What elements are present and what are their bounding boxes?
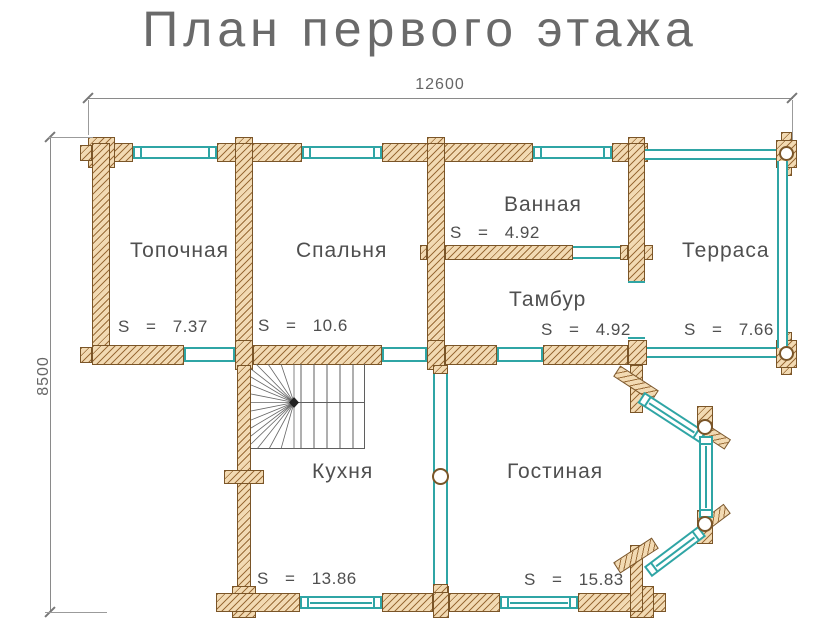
area-label-kuhnya: S = 13.86 <box>257 569 357 588</box>
door-opening <box>382 347 427 362</box>
extension-line <box>792 100 793 140</box>
terrace-railing <box>777 161 788 348</box>
window <box>500 596 578 609</box>
door-opening <box>184 347 235 362</box>
room-label-spalnya: Спальня <box>296 239 388 262</box>
log-end-circle <box>697 419 713 435</box>
window <box>133 146 217 159</box>
wall-segment <box>445 245 573 260</box>
window <box>300 596 382 609</box>
wall-segment <box>620 245 628 260</box>
wall-segment <box>216 593 300 612</box>
area-label-vannaya: S = 4.92 <box>450 223 540 242</box>
partition-cap <box>433 365 448 374</box>
area-label-topochnaya: S = 7.37 <box>118 317 208 336</box>
room-label-gostinaya: Гостиная <box>507 460 604 483</box>
wall-segment <box>445 345 497 365</box>
wall-segment <box>628 340 647 365</box>
terrace-railing <box>645 149 776 160</box>
wall-segment <box>92 143 110 365</box>
room-label-vannaya: Ванная <box>504 193 582 216</box>
log-post <box>80 145 92 161</box>
wall-segment <box>382 143 533 162</box>
wall-segment <box>253 345 382 365</box>
wall-segment <box>628 143 645 282</box>
log-end-circle <box>779 146 794 161</box>
door-opening <box>628 281 645 339</box>
dimension-line-left <box>50 137 51 613</box>
room-label-tambur: Тамбур <box>509 288 587 311</box>
extension-line <box>88 100 89 135</box>
log-post <box>224 470 264 484</box>
stairs <box>251 364 365 449</box>
bay-window <box>699 436 713 518</box>
dimension-top-label: 12600 <box>415 76 465 93</box>
area-label-spalnya: S = 10.6 <box>258 316 348 335</box>
area-label-tambur: S = 4.92 <box>541 320 631 339</box>
wall-segment <box>449 593 500 612</box>
area-label-terrasa: S = 7.66 <box>684 320 774 339</box>
wall-segment <box>217 143 302 162</box>
wall-segment <box>382 593 433 612</box>
partition-cap <box>433 584 448 593</box>
dimension-left-label: 8500 <box>35 356 52 396</box>
window <box>302 146 382 159</box>
door-opening <box>573 246 620 259</box>
plan-title: План первого этажа <box>142 1 698 57</box>
room-label-topochnaya: Топочная <box>130 239 230 262</box>
log-end-circle <box>432 468 449 485</box>
wall-segment <box>92 345 184 365</box>
extension-line <box>48 137 93 138</box>
wall-segment <box>543 345 628 365</box>
log-post <box>80 347 92 363</box>
log-end-circle <box>779 346 794 361</box>
terrace-railing <box>647 347 776 358</box>
log-post <box>644 245 653 260</box>
door-opening <box>497 347 543 362</box>
wall-segment <box>427 143 445 365</box>
dimension-line-top <box>88 98 793 99</box>
area-label-gostinaya: S = 15.83 <box>524 570 624 589</box>
wall-segment <box>235 143 253 365</box>
window <box>533 146 612 159</box>
wall-segment <box>237 365 251 612</box>
log-post <box>420 245 427 260</box>
extension-line <box>45 612 107 613</box>
room-label-terrasa: Терраса <box>682 239 770 262</box>
room-label-kuhnya: Кухня <box>312 460 374 483</box>
log-end-circle <box>697 516 713 532</box>
